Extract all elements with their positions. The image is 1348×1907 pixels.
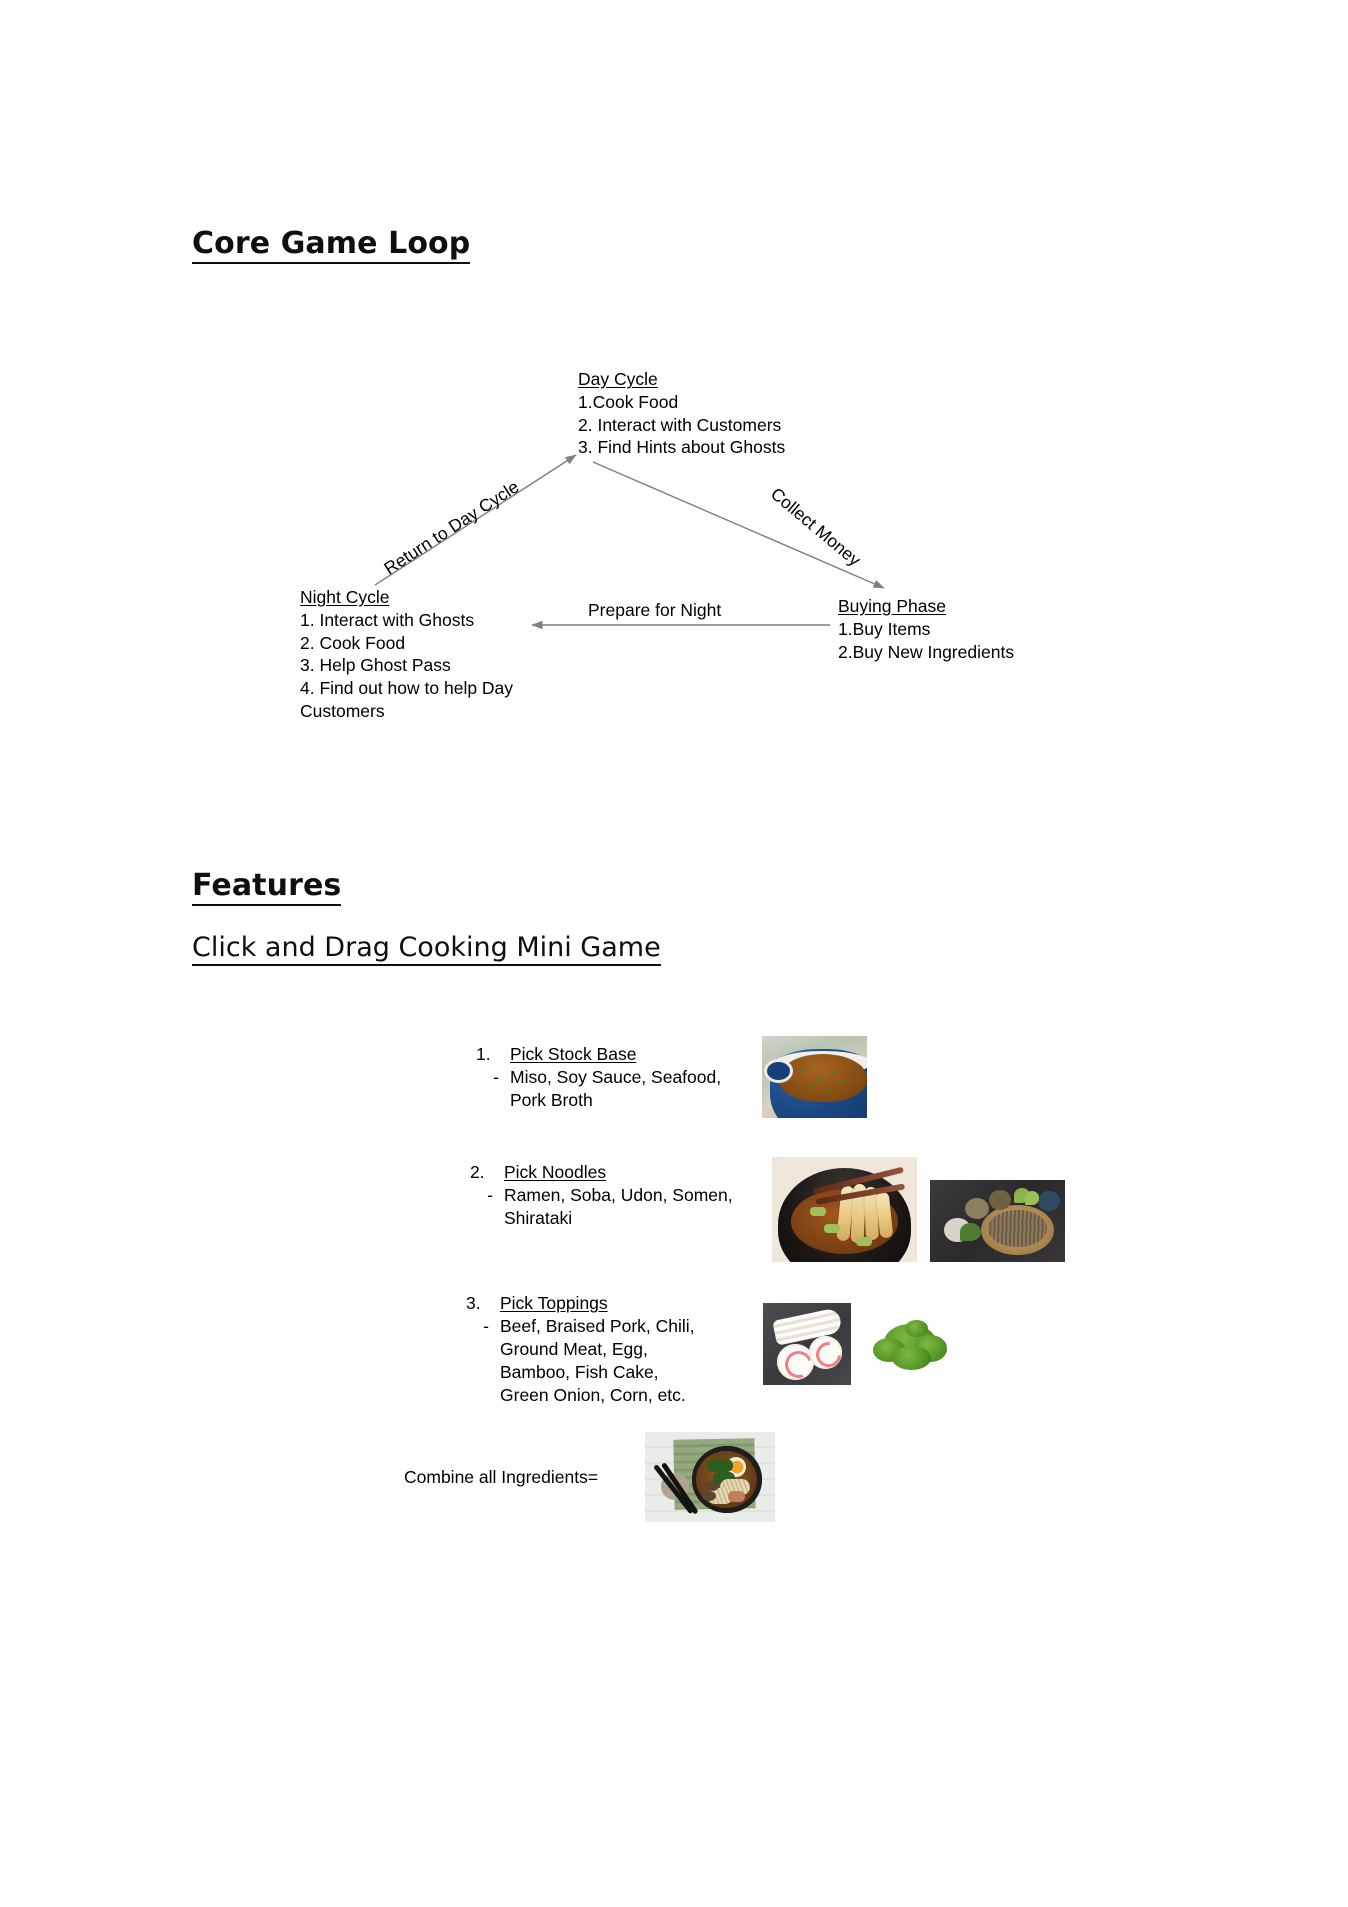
features-heading-text: Features: [192, 868, 342, 906]
diagram-node-night-cycle: Night Cycle 1. Interact with Ghosts 2. C…: [300, 586, 532, 723]
night-cycle-item-4: 4. Find out how to help Day Customers: [300, 678, 514, 721]
step-1-number: 1.: [476, 1044, 491, 1064]
mini-game-step-1: 1. Pick Stock Base - Miso, Soy Sauce, Se…: [476, 1043, 725, 1112]
step-3-description: Beef, Braised Pork, Chili, Ground Meat, …: [500, 1316, 695, 1405]
night-cycle-item-2: 2. Cook Food: [300, 632, 406, 653]
edge-label-prepare-for-night: Prepare for Night: [588, 600, 722, 620]
soba-noodle-platter-photo: [930, 1180, 1065, 1262]
mini-game-step-3: 3. Pick Toppings - Beef, Braised Pork, C…: [466, 1292, 710, 1407]
page-title-core-game-loop: Core Game Loop: [192, 226, 471, 264]
day-cycle-item-2: 2. Interact with Customers: [578, 414, 782, 435]
night-cycle-item-1: 1. Interact with Ghosts: [300, 609, 475, 630]
buying-phase-title: Buying Phase: [838, 596, 946, 616]
day-cycle-item-1: 1.Cook Food: [578, 391, 679, 412]
edge-label-return-to-day-cycle: Return to Day Cycle: [380, 476, 523, 579]
night-cycle-item-3: 3. Help Ghost Pass: [300, 655, 451, 676]
core-game-loop-heading-text: Core Game Loop: [192, 226, 471, 264]
step-3-number: 3.: [466, 1293, 481, 1313]
chopped-green-onion-photo: [866, 1310, 954, 1380]
day-cycle-title: Day Cycle: [578, 369, 658, 389]
mini-game-heading-text: Click and Drag Cooking Mini Game: [192, 932, 661, 966]
narutomaki-fish-cake-photo: [763, 1303, 851, 1385]
step-2-number: 2.: [470, 1162, 485, 1182]
finished-ramen-bowl-photo: [645, 1432, 775, 1522]
section-title-features: Features: [192, 868, 342, 906]
udon-noodle-bowl-photo: [772, 1157, 917, 1262]
buying-phase-item-1: 1.Buy Items: [838, 618, 931, 639]
step-3-title: Pick Toppings: [500, 1293, 608, 1313]
buying-phase-item-2: 2.Buy New Ingredients: [838, 641, 1015, 662]
broth-pot-photo: [762, 1036, 867, 1118]
step-1-description: Miso, Soy Sauce, Seafood, Pork Broth: [510, 1067, 722, 1110]
edge-day-to-buying: [592, 461, 885, 589]
edge-label-collect-money: Collect Money: [766, 483, 865, 571]
diagram-node-buying-phase: Buying Phase 1.Buy Items 2.Buy New Ingre…: [838, 595, 1014, 663]
step-1-title: Pick Stock Base: [510, 1044, 637, 1064]
subsection-title-mini-game: Click and Drag Cooking Mini Game: [192, 932, 661, 966]
step-2-description: Ramen, Soba, Udon, Somen, Shirataki: [504, 1185, 733, 1228]
step-3-bullet: -: [483, 1316, 489, 1336]
step-2-title: Pick Noodles: [504, 1162, 607, 1182]
day-cycle-item-3: 3. Find Hints about Ghosts: [578, 437, 786, 458]
step-1-bullet: -: [493, 1067, 499, 1087]
combine-ingredients-label: Combine all Ingredients=: [404, 1467, 599, 1487]
mini-game-step-2: 2. Pick Noodles - Ramen, Soba, Udon, Som…: [470, 1161, 749, 1230]
step-2-bullet: -: [487, 1185, 493, 1205]
diagram-node-day-cycle: Day Cycle 1.Cook Food 2. Interact with C…: [578, 368, 785, 459]
night-cycle-title: Night Cycle: [300, 587, 390, 607]
